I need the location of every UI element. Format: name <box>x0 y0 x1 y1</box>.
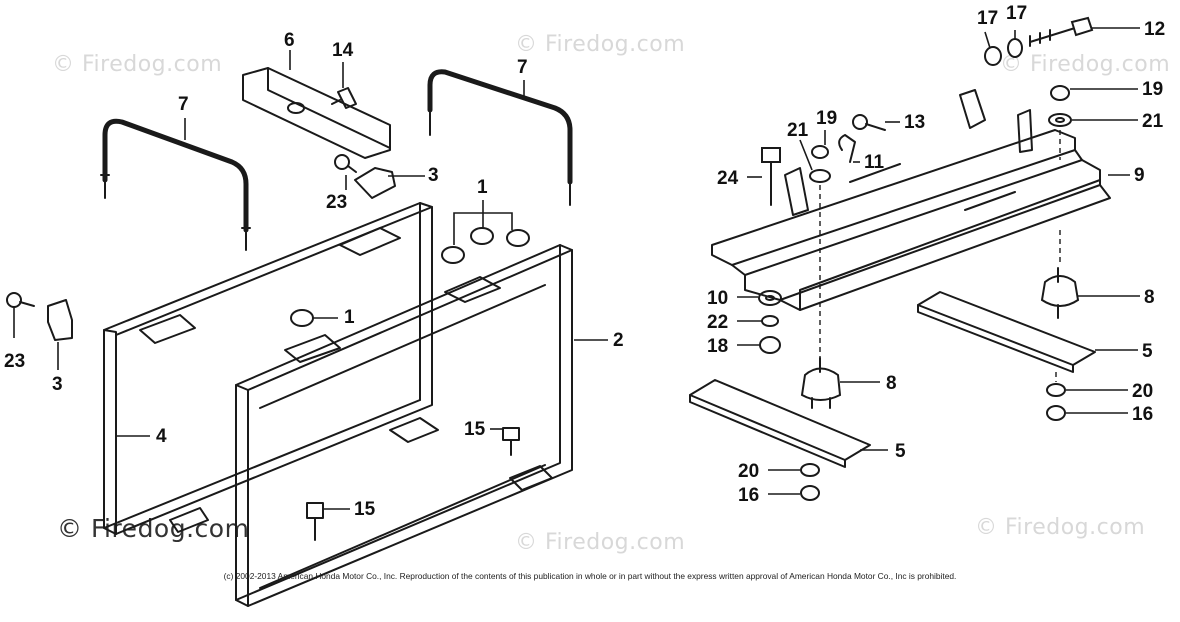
callout-17: 17 <box>977 8 999 29</box>
callout-1: 1 <box>477 177 488 198</box>
frame-brackets <box>139 227 553 533</box>
washer-part-20-left <box>800 463 820 477</box>
washer-part-10 <box>758 290 782 306</box>
callout-19: 19 <box>816 108 838 129</box>
washer-part-21-left <box>809 169 831 183</box>
bolt-part-13 <box>852 114 886 131</box>
bracket-part-6 <box>242 67 391 159</box>
washer-part-21 <box>1048 113 1072 127</box>
callout-20: 20 <box>1132 381 1154 402</box>
callout-22: 22 <box>707 312 729 333</box>
callout-12: 12 <box>1144 19 1166 40</box>
nut-part-18 <box>759 336 781 354</box>
callout-18: 18 <box>707 336 729 357</box>
callout-14: 14 <box>332 40 354 61</box>
callout-21: 21 <box>1142 111 1164 132</box>
clip-part-3-left <box>47 299 73 341</box>
mount-plate-part-5-right <box>917 291 1096 373</box>
watermark: © Firedog.com <box>515 32 686 57</box>
callout-16: 16 <box>1132 404 1154 425</box>
copyright-notice: (c) 2002-2013 American Honda Motor Co., … <box>223 571 957 581</box>
callout-7: 7 <box>178 94 189 115</box>
callout-15: 15 <box>464 419 486 440</box>
callout-5: 5 <box>1142 341 1153 362</box>
frame-left-part-4 <box>103 202 433 535</box>
nut-part-16-left <box>800 485 820 501</box>
nut-part-19-left <box>811 145 829 159</box>
nut-part-19 <box>1050 85 1070 101</box>
callout-23: 23 <box>4 351 26 372</box>
watermark: © Firedog.com <box>1000 52 1171 77</box>
bolt-part-14 <box>331 87 357 109</box>
clip-part-3-top <box>354 167 396 199</box>
callout-5: 5 <box>895 441 906 462</box>
handle-part-7-left <box>100 118 251 251</box>
handle-part-7-right <box>427 69 573 206</box>
callout-8: 8 <box>1144 287 1155 308</box>
callout-24: 24 <box>717 168 739 189</box>
mount-plate-part-5-left <box>689 379 871 468</box>
watermark: © Firedog.com <box>975 515 1146 540</box>
callout-4: 4 <box>156 426 167 447</box>
callout-8: 8 <box>886 373 897 394</box>
callout-17: 17 <box>1006 3 1028 24</box>
mount-rail-part-9 <box>711 89 1111 311</box>
callout-1: 1 <box>344 307 355 328</box>
watermark: © Firedog.com <box>515 530 686 555</box>
callout-9: 9 <box>1134 165 1145 186</box>
screw-part-23-top <box>334 154 357 173</box>
callout-13: 13 <box>904 112 926 133</box>
callout-10: 10 <box>707 288 729 309</box>
callout-21: 21 <box>787 120 809 141</box>
watermark: © Firedog.com <box>52 52 223 77</box>
clamp-part-11 <box>838 134 856 163</box>
callout-23: 23 <box>326 192 348 213</box>
frame-right-part-2 <box>235 244 573 607</box>
bolt-part-24 <box>761 147 781 206</box>
callout-3: 3 <box>52 374 63 395</box>
leader-lines <box>13 27 1140 510</box>
nut-part-16-right <box>1046 405 1066 421</box>
callout-7: 7 <box>517 57 528 78</box>
bolt-part-12 <box>1029 16 1094 47</box>
grommet-part-1 <box>290 227 530 327</box>
nut-part-17 <box>984 38 1023 66</box>
callout-20: 20 <box>738 461 760 482</box>
washer-part-20-right <box>1046 383 1066 397</box>
callout-19: 19 <box>1142 79 1164 100</box>
callout-11: 11 <box>864 152 885 173</box>
mount-rubber-part-8-right <box>1040 267 1080 319</box>
callout-3: 3 <box>428 165 439 186</box>
callout-15: 15 <box>354 499 376 520</box>
callout-2: 2 <box>613 330 624 351</box>
callout-6: 6 <box>284 30 295 51</box>
callout-16: 16 <box>738 485 760 506</box>
washer-part-22 <box>761 315 779 327</box>
mount-rubber-part-8-left <box>800 357 842 409</box>
bolt-part-15 <box>306 427 520 541</box>
screw-part-23-left <box>6 292 35 308</box>
